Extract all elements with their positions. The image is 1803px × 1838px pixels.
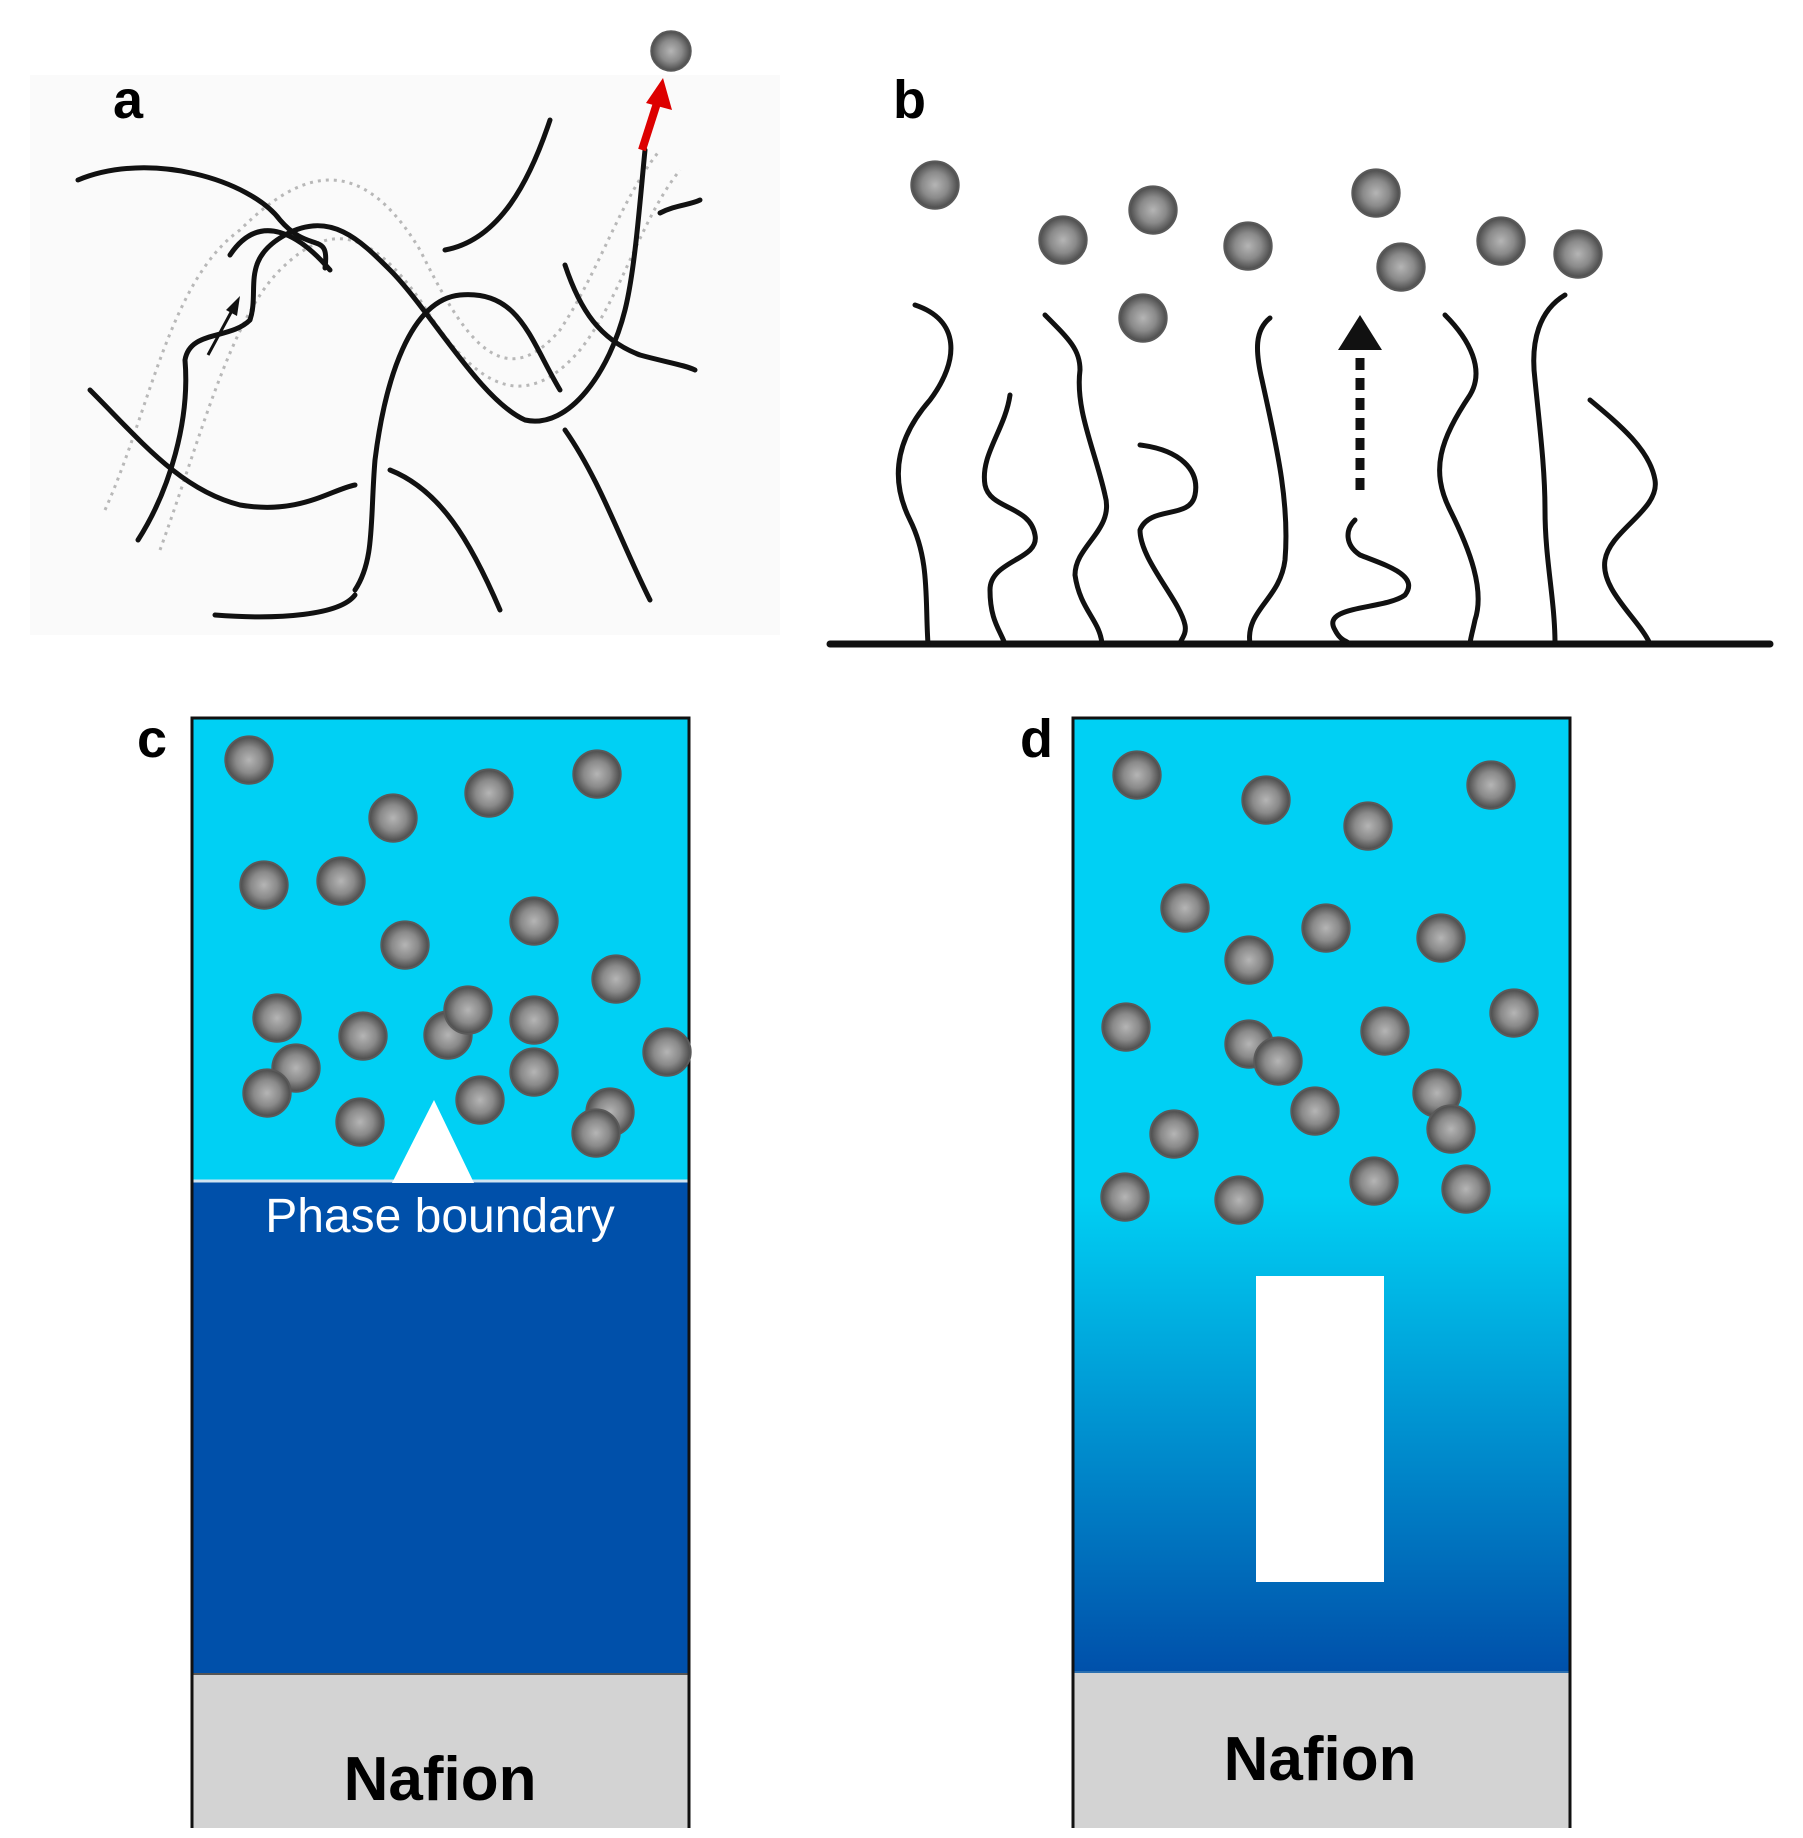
grey-sphere-icon	[1101, 1002, 1151, 1052]
grey-sphere-icon	[368, 793, 418, 843]
grey-sphere-icon	[1118, 293, 1168, 343]
panel-b: b	[826, 70, 1774, 648]
grey-sphere-icon	[1241, 775, 1291, 825]
grey-sphere-icon	[1214, 1175, 1264, 1225]
grey-sphere-icon	[443, 985, 493, 1035]
grey-sphere-icon	[380, 920, 430, 970]
panel-a-letter: a	[113, 70, 144, 130]
panel-a-polymer-chains	[75, 117, 703, 620]
grey-sphere-icon	[571, 1108, 621, 1158]
panel-d: d Nafion	[1020, 709, 1572, 1828]
grey-sphere-icon	[1301, 903, 1351, 953]
polymer-chain	[227, 228, 333, 273]
grey-sphere-icon	[1100, 1172, 1150, 1222]
grey-sphere-icon	[1253, 1036, 1303, 1086]
panel-c-nafion	[192, 1674, 689, 1828]
grey-sphere-icon	[910, 160, 960, 210]
panel-b-brush-chains	[895, 292, 1658, 647]
grey-sphere-icon	[1489, 988, 1539, 1038]
brush-chain	[895, 302, 954, 647]
grey-sphere-icon	[1376, 242, 1426, 292]
polymer-chain	[387, 467, 503, 613]
grey-sphere-icon	[572, 749, 622, 799]
dashed-arrow-icon	[1338, 315, 1382, 490]
polymer-chain	[562, 262, 698, 373]
grey-sphere-icon	[1441, 1164, 1491, 1214]
panel-b-particles	[910, 160, 1603, 343]
phase-boundary-marker	[392, 1100, 474, 1183]
grey-sphere-icon	[1416, 913, 1466, 963]
grey-sphere-icon	[1343, 801, 1393, 851]
grey-sphere-icon	[1128, 185, 1178, 235]
brush-chain	[1437, 312, 1481, 647]
grey-sphere-icon	[252, 993, 302, 1043]
brush-chain	[1042, 312, 1110, 647]
panel-a-guide-paths	[103, 149, 682, 551]
grey-sphere-icon	[335, 1097, 385, 1147]
grey-sphere-icon	[1160, 883, 1210, 933]
polymer-chain	[562, 427, 653, 603]
grey-sphere-icon	[464, 768, 514, 818]
grey-sphere-icon	[1426, 1104, 1476, 1154]
grey-sphere-icon	[1149, 1109, 1199, 1159]
grey-sphere-icon	[242, 1068, 292, 1118]
grey-sphere-icon	[591, 954, 641, 1004]
brush-chain	[1587, 397, 1658, 647]
phase-boundary-label: Phase boundary	[265, 1190, 615, 1243]
panel-b-letter: b	[893, 70, 926, 130]
panel-c-membrane	[192, 1181, 689, 1674]
grey-sphere-icon	[509, 896, 559, 946]
panel-c-nafion-label: Nafion	[344, 1745, 537, 1814]
panel-c: c Phase boundary Nafion	[137, 709, 692, 1828]
brush-chain	[1330, 517, 1411, 647]
panel-a-background	[30, 75, 780, 635]
gradient-marker	[1256, 1276, 1384, 1582]
grey-sphere-icon	[642, 1027, 692, 1077]
panel-d-letter: d	[1020, 709, 1053, 769]
polymer-chain	[352, 292, 563, 593]
grey-sphere-icon	[1553, 229, 1603, 279]
grey-sphere-icon	[509, 995, 559, 1045]
panel-d-frame	[1071, 716, 1572, 1828]
grey-sphere-icon	[338, 1011, 388, 1061]
grey-sphere-icon	[650, 30, 692, 72]
grey-sphere-icon	[1224, 935, 1274, 985]
grey-sphere-icon	[1466, 760, 1516, 810]
brush-chain	[981, 392, 1038, 647]
grey-sphere-icon	[239, 860, 289, 910]
thin-arrow-icon	[206, 296, 240, 356]
grey-sphere-icon	[224, 735, 274, 785]
polymer-chain	[442, 117, 553, 253]
polymer-chain	[657, 197, 703, 216]
grey-sphere-icon	[1349, 1156, 1399, 1206]
grey-sphere-icon	[1112, 750, 1162, 800]
grey-sphere-icon	[509, 1047, 559, 1097]
grey-sphere-icon	[1038, 215, 1088, 265]
grey-sphere-icon	[1223, 221, 1273, 271]
panel-a: a	[30, 30, 780, 635]
panel-d-nafion-label: Nafion	[1224, 1725, 1417, 1794]
grey-sphere-icon	[1290, 1086, 1340, 1136]
grey-sphere-icon	[316, 856, 366, 906]
polymer-chain	[135, 147, 648, 543]
polymer-chain	[212, 592, 358, 620]
brush-chain	[1247, 315, 1289, 647]
red-arrow-icon	[638, 78, 672, 152]
grey-sphere-icon	[455, 1075, 505, 1125]
brush-chain	[1531, 292, 1568, 647]
panel-d-nafion	[1073, 1672, 1570, 1828]
grey-sphere-icon	[1360, 1006, 1410, 1056]
grey-sphere-icon	[1476, 216, 1526, 266]
grey-sphere-icon	[1351, 168, 1401, 218]
polymer-chain	[75, 165, 329, 271]
panel-c-letter: c	[137, 709, 167, 769]
polymer-chain	[87, 387, 358, 510]
brush-chain	[1137, 442, 1199, 647]
panel-c-frame	[190, 716, 691, 1828]
